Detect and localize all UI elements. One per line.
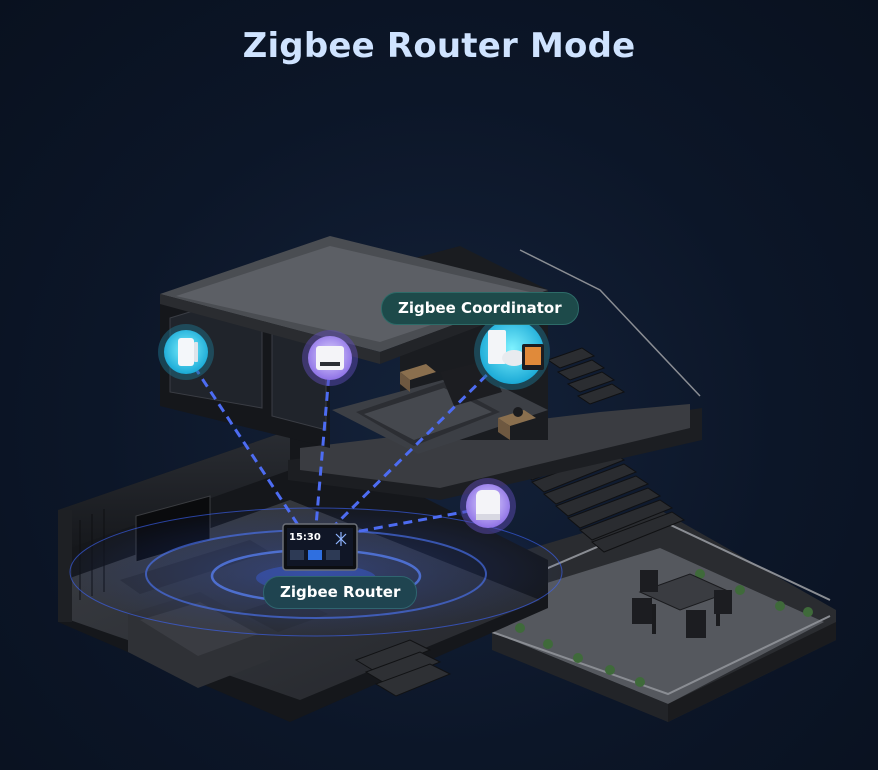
terrace <box>491 510 836 722</box>
zigbee-router-label: Zigbee Router <box>263 576 418 609</box>
zigbee-coordinator-label: Zigbee Coordinator <box>381 292 579 325</box>
page-title: Zigbee Router Mode <box>242 26 636 66</box>
snowflake-icon <box>335 532 347 546</box>
smart-switch-icon <box>302 330 358 386</box>
router-clock-display: 15:30 <box>289 532 321 543</box>
radiator-valve-icon <box>460 478 516 534</box>
upper-floor <box>160 236 702 500</box>
router-panel <box>282 523 358 571</box>
link-lines <box>184 352 510 536</box>
zigbee-hub-icon <box>474 314 550 390</box>
door-sensor-icon <box>158 324 214 380</box>
